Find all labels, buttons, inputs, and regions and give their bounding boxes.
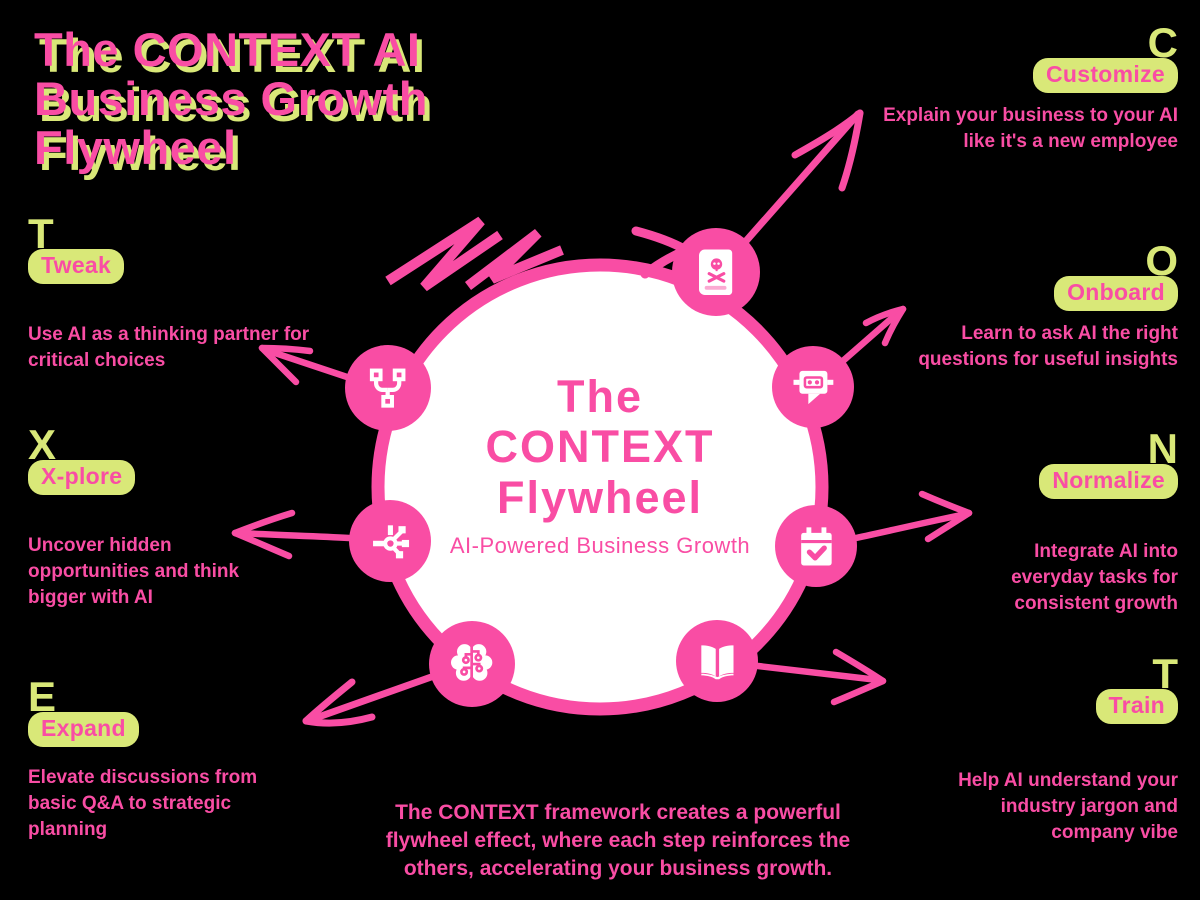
hub-line-2: CONTEXT <box>485 421 715 473</box>
title-line-1: The CONTEXT AI <box>34 23 421 76</box>
step-train: T Train Help AI understand your industry… <box>938 653 1178 847</box>
step-description-expand: Elevate discussions from basic Q&A to st… <box>28 767 258 841</box>
node-normalize <box>775 505 857 587</box>
step-label-customize: Customize <box>1046 61 1165 87</box>
open-book-icon <box>700 644 734 679</box>
hub-subtitle: AI-Powered Business Growth <box>449 533 751 559</box>
arrow-expand <box>302 672 438 727</box>
step-normalize: N Normalize Integrate AI into everyday t… <box>988 428 1178 618</box>
merge-split-icon <box>370 368 406 408</box>
step-letter-onboard: O <box>1145 237 1178 284</box>
arrow-normalize <box>852 490 973 543</box>
step-description-tweak: Use AI as a thinking partner for critica… <box>28 324 310 372</box>
arrow-xplore <box>231 509 353 560</box>
hub-line-3: Flywheel <box>496 471 704 523</box>
arrow-customize <box>742 109 864 245</box>
step-description-onboard: Learn to ask AI the right questions for … <box>918 323 1178 371</box>
step-onboard: O Onboard Learn to ask AI the right ques… <box>883 240 1178 373</box>
step-label-train: Train <box>1108 692 1165 718</box>
step-letter-normalize: N <box>1147 425 1178 472</box>
step-letter-tweak: T <box>28 210 54 257</box>
node-train <box>676 620 758 702</box>
hub-line-1: The <box>556 371 643 422</box>
step-label-expand: Expand <box>41 715 126 741</box>
title-line-3: Flywheel <box>34 120 237 174</box>
network-hub-icon <box>372 524 409 558</box>
step-pill-tweak: Tweak <box>28 249 125 284</box>
robot-chat-icon <box>793 370 833 404</box>
node-xplore <box>349 500 431 582</box>
step-label-xplore: X-plore <box>41 463 123 489</box>
step-tweak: T Tweak Use AI as a thinking partner for… <box>28 213 318 374</box>
arrow-train <box>754 648 887 706</box>
brain-circuit-icon <box>451 644 493 682</box>
step-pill-customize: Customize <box>1033 58 1178 93</box>
step-description-normalize: Integrate AI into everyday tasks for con… <box>1011 541 1178 615</box>
step-customize: C Customize Explain your business to you… <box>878 22 1178 155</box>
step-label-normalize: Normalize <box>1052 467 1165 493</box>
step-letter-customize: C <box>1147 19 1178 66</box>
page-title: The CONTEXT AI Business Growth Flywheel <box>34 23 429 174</box>
step-letter-expand: E <box>28 673 57 720</box>
node-onboard <box>772 346 854 428</box>
step-pill-expand: Expand <box>28 712 139 747</box>
step-description-train: Help AI understand your industry jargon … <box>958 770 1178 844</box>
step-description-customize: Explain your business to your AI like it… <box>883 105 1178 153</box>
arrow-onboard <box>840 305 907 364</box>
step-pill-normalize: Normalize <box>1039 464 1178 499</box>
calendar-check-icon <box>800 526 832 566</box>
step-letter-xplore: X <box>28 421 57 468</box>
step-label-onboard: Onboard <box>1067 279 1165 305</box>
skull-book-icon <box>698 249 732 295</box>
step-pill-xplore: X-plore <box>28 460 136 495</box>
node-customize <box>672 228 760 316</box>
node-expand <box>429 621 515 707</box>
step-expand: E Expand Elevate discussions from basic … <box>28 676 278 844</box>
step-letter-train: T <box>1152 650 1178 697</box>
flywheel-hub-text: The CONTEXT Flywheel AI-Powered Business… <box>390 371 810 559</box>
arrow-tweak <box>258 344 351 386</box>
speed-zigzag-icon <box>385 216 564 292</box>
step-description-xplore: Uncover hidden opportunities and think b… <box>28 535 240 609</box>
step-pill-onboard: Onboard <box>1054 276 1178 311</box>
footer-summary: The CONTEXT framework creates a powerful… <box>385 801 851 880</box>
flywheel-ring <box>371 258 829 716</box>
node-tweak <box>345 345 431 431</box>
step-xplore: X X-plore Uncover hidden opportunities a… <box>28 424 268 612</box>
step-label-tweak: Tweak <box>41 252 112 278</box>
title-line-2: Business Growth <box>34 71 429 125</box>
step-pill-train: Train <box>1095 689 1178 724</box>
